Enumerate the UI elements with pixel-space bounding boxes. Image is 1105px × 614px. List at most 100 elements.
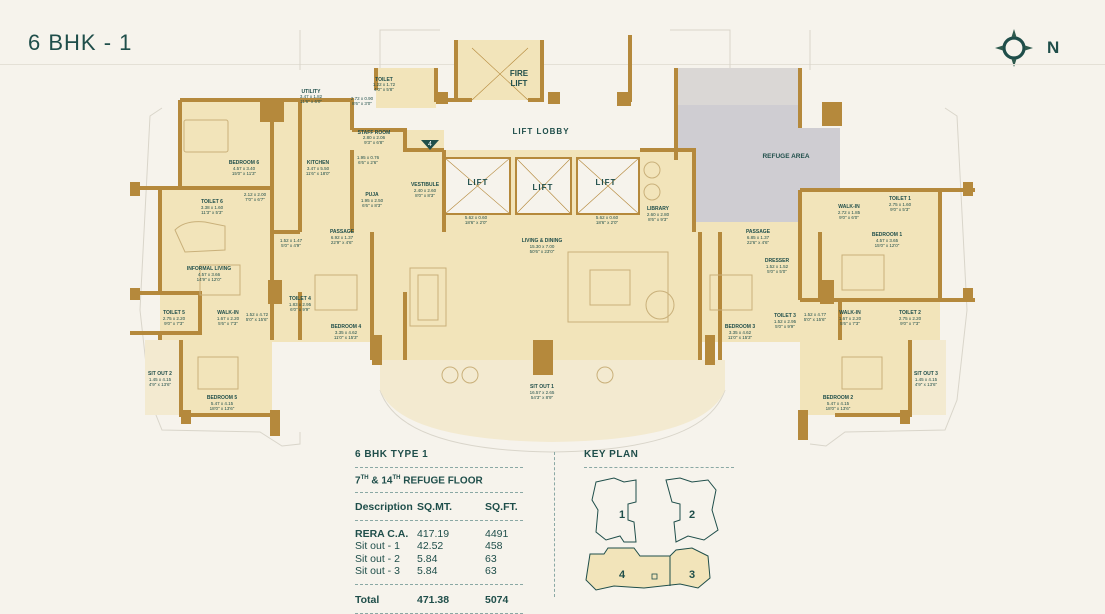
label-passage-right: PASSAGE <box>746 229 771 235</box>
dim-small-top-1: 2.72 x 0.90 <box>351 96 374 101</box>
dim-library-1: 2.60 x 2.80 <box>647 212 670 217</box>
dim-toilet1-1: 2.75 x 1.60 <box>889 202 912 207</box>
compass-icon <box>995 29 1033 67</box>
dim-lobby-right-1: 5.62 x 0.60 <box>596 215 619 220</box>
key-plan-heading: KEY PLAN <box>584 449 734 468</box>
label-sitout1: SIT OUT 1 <box>530 384 554 390</box>
label-kitchen: KITCHEN <box>307 160 330 166</box>
dim-small-b3-2: 5'0" x 15'6" <box>804 317 827 322</box>
dim-walkin2-2: 5'6" x 7'3" <box>840 321 860 326</box>
dim-puja-2: 6'6" x 8'3" <box>362 203 382 208</box>
label-bedroom1: BEDROOM 1 <box>872 232 903 238</box>
row-desc: Sit out - 1 <box>355 540 400 553</box>
dim-passage-right-1: 6.85 x 1.37 <box>747 235 770 240</box>
table-row: Sit out - 3 5.84 63 <box>355 565 523 578</box>
dim-lobby-left-1: 5.62 x 0.60 <box>465 215 488 220</box>
dim-toilet4-2: 6'0" x 9'9" <box>290 307 310 312</box>
dim-sitout2-2: 4'9" x 13'6" <box>149 382 172 387</box>
dim-toilet3-2: 5'0" x 9'9" <box>775 324 795 329</box>
row-sqft: 458 <box>485 540 503 553</box>
dim-lobby-left-2: 18'6" x 2'0" <box>465 220 488 225</box>
label-lift-3: LIFT <box>596 178 617 187</box>
label-lift-1: LIFT <box>468 178 489 187</box>
dim-bedroom3-1: 3.35 x 4.62 <box>729 330 752 335</box>
label-bedroom6: BEDROOM 6 <box>229 160 260 166</box>
dim-small-top-2: 8'6" x 3'0" <box>352 101 372 106</box>
dim-bedroom3-2: 11'0" x 15'3" <box>728 335 753 340</box>
row-desc: Sit out - 2 <box>355 552 400 565</box>
dim-sitout1-1: 16.57 x 2.65 <box>530 390 555 395</box>
dim-toilet1-2: 9'0" x 5'3" <box>890 207 910 212</box>
dim-sitout3-2: 4'9" x 13'6" <box>915 382 938 387</box>
dim-toilet5-1: 2.75 x 2.20 <box>163 316 186 321</box>
structural-columns <box>130 92 973 440</box>
dim-small-t6-2: 7'0" x 6'7" <box>245 197 265 202</box>
lift-shaft-crosses <box>444 47 640 215</box>
floor-sup-2: TH <box>392 475 401 481</box>
dim-toilet6-2: 11'3" x 5'3" <box>201 210 223 215</box>
label-bedroom3: BEDROOM 3 <box>725 324 756 330</box>
label-fire-lift-2: LIFT <box>511 79 528 88</box>
area-table-heading: 6 BHK TYPE 1 <box>355 449 523 468</box>
label-lift-lobby: LIFT LOBBY <box>512 127 569 136</box>
dim-walkin2-1: 1.67 x 2.20 <box>839 316 862 321</box>
dim-toilet-top-1: 1.22 x 1.72 <box>373 82 396 87</box>
dim-living-dining-2: 50'6" x 23'0" <box>530 249 555 254</box>
key-plan-unit-4-highlight <box>585 547 711 591</box>
row-sqmt: 5.84 <box>417 565 438 578</box>
area-table: 6 BHK TYPE 1 7TH & 14TH REFUGE FLOOR Des… <box>355 449 523 614</box>
row-sqmt: 42.52 <box>417 540 444 553</box>
col-description: Description <box>355 501 413 514</box>
label-toilet5: TOILET 5 <box>163 310 185 316</box>
dim-dresser-1: 1.52 x 1.52 <box>766 264 789 269</box>
label-informal-living: INFORMAL LIVING <box>187 266 231 272</box>
dim-bedroom1-1: 4.57 x 3.65 <box>876 238 899 243</box>
label-staff-room: STAFF ROOM <box>358 130 391 136</box>
row-sqft: 63 <box>485 565 497 578</box>
dim-staff-room-1: 2.80 x 2.06 <box>363 135 386 140</box>
label-passage-left: PASSAGE <box>330 229 355 235</box>
dim-bedroom1-2: 15'0" x 12'0" <box>875 243 900 248</box>
dim-toilet4-1: 1.83 x 2.95 <box>289 302 312 307</box>
section-divider <box>554 452 555 597</box>
sitout3-zone <box>910 340 946 415</box>
table-row: Sit out - 2 5.84 63 <box>355 553 523 566</box>
key-plan-unit-2: 2 <box>689 509 695 521</box>
key-plan-unit-4: 4 <box>619 569 626 581</box>
dim-bedroom5-1: 5.47 x 4.15 <box>211 401 234 406</box>
dim-vestibule-2: 8'0" x 8'3" <box>415 193 435 198</box>
total-desc: Total <box>355 593 380 606</box>
label-toilet3: TOILET 3 <box>774 313 796 319</box>
row-sqft: 4491 <box>485 527 509 540</box>
sitout1-zone <box>380 360 725 442</box>
label-library: LIBRARY <box>647 206 670 212</box>
dim-toilet-top-2: 4'0" x 5'8" <box>374 87 394 92</box>
sitout2-zone <box>145 340 181 415</box>
label-refuge-area: REFUGE AREA <box>762 153 809 160</box>
label-puja: PUJA <box>365 192 379 198</box>
dim-passage-left-1: 6.92 x 1.37 <box>331 235 354 240</box>
header-divider <box>0 64 1105 65</box>
dim-toilet5-2: 9'0" x 7'3" <box>164 321 184 326</box>
dim-walkin5-1: 1.67 x 2.20 <box>217 316 240 321</box>
label-bedroom4: BEDROOM 4 <box>331 324 362 330</box>
walls <box>130 35 975 417</box>
row-sqmt: 5.84 <box>417 552 438 565</box>
dim-puja-1: 1.95 x 2.50 <box>361 198 384 203</box>
row-sqmt: 417.19 <box>417 527 450 540</box>
dim-small-mid-2: 6'6" x 2'6" <box>358 160 378 165</box>
label-bedroom5: BEDROOM 5 <box>207 395 238 401</box>
label-toilet4: TOILET 4 <box>289 296 311 302</box>
dim-small-mid-1: 1.95 x 0.76 <box>357 155 380 160</box>
north-label: N <box>1047 38 1060 57</box>
dim-walkin1-1: 2.72 x 1.85 <box>838 210 861 215</box>
label-living-dining: LIVING & DINING <box>522 238 563 244</box>
dim-bedroom4-1: 3.35 x 4.62 <box>335 330 358 335</box>
label-walkin5: WALK-IN <box>217 310 239 316</box>
key-plan-unit-3: 3 <box>689 569 695 581</box>
dim-passage-right-2: 22'6" x 4'6" <box>747 240 770 245</box>
dim-small-w5-1: 1.52 x 4.72 <box>246 312 269 317</box>
table-row: Sit out - 1 42.52 458 <box>355 540 523 553</box>
total-row: Total 471.38 5074 <box>355 583 523 614</box>
dim-staff-room-2: 9'3" x 6'8" <box>364 140 384 145</box>
